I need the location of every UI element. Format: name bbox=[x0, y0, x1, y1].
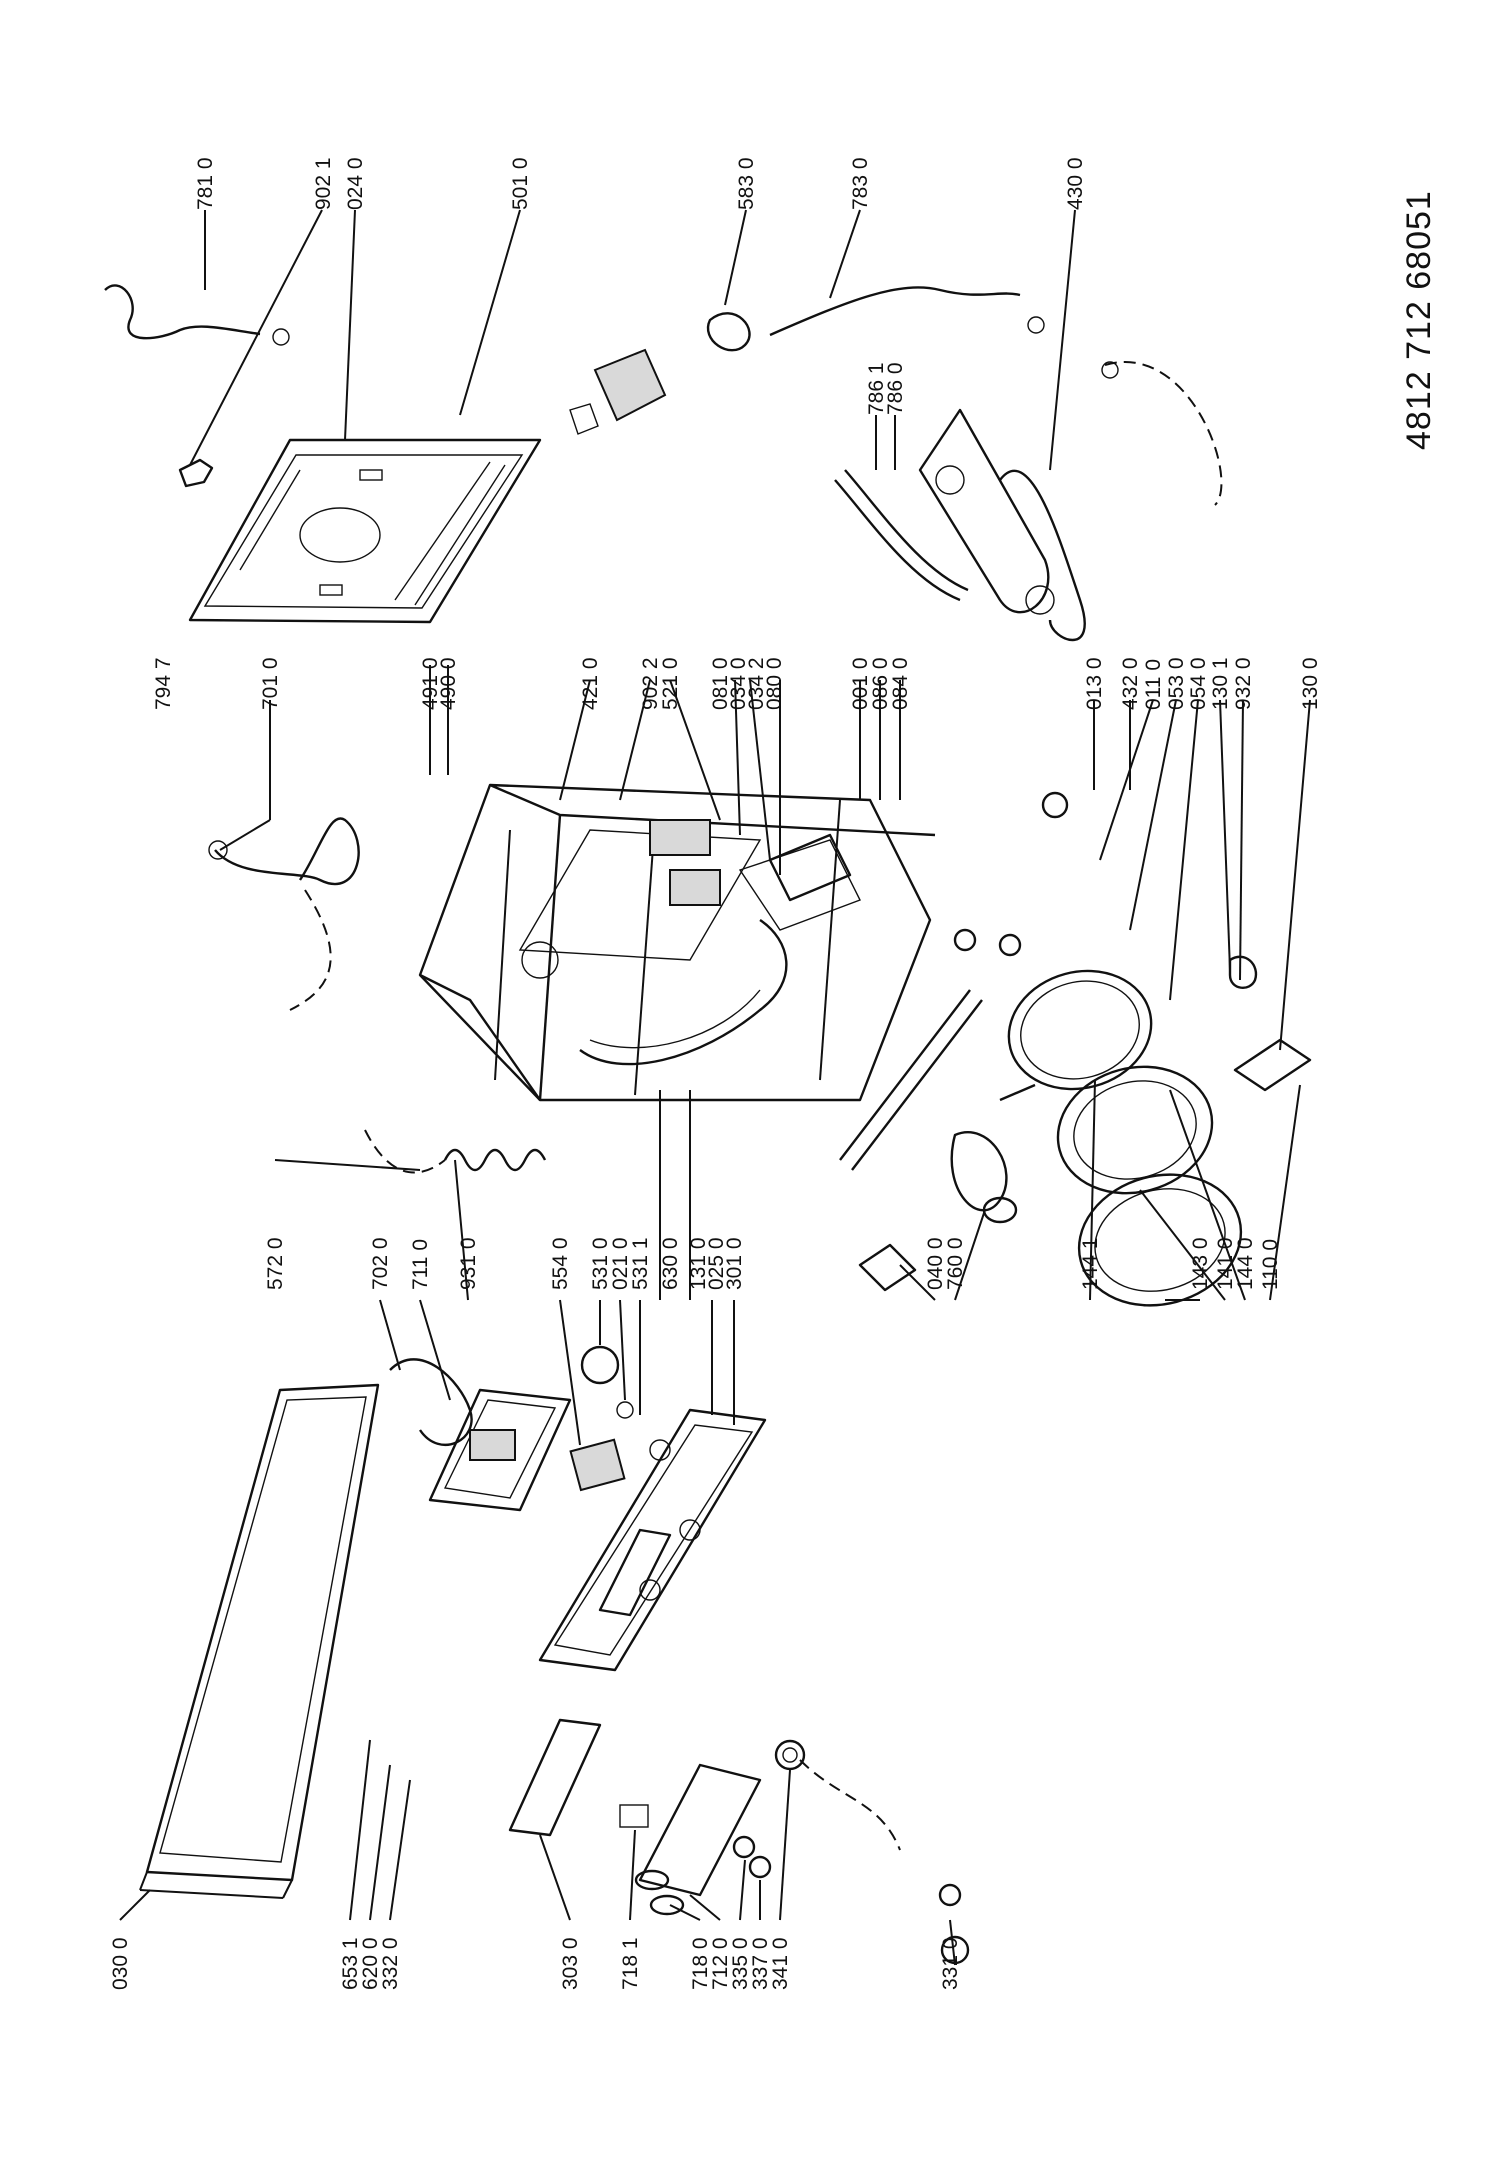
label-341-0: 341 0 bbox=[769, 1937, 792, 1990]
pump-501-drawing bbox=[569, 348, 667, 435]
door-assembly-drawing bbox=[1007, 969, 1243, 1307]
label-711-0: 711 0 bbox=[409, 1239, 432, 1290]
label-303-0: 303 0 bbox=[559, 1937, 582, 1990]
label-053-0: 053 0 bbox=[1165, 657, 1188, 710]
label-337-0: 337 0 bbox=[749, 1937, 772, 1990]
label-490-0: 490 0 bbox=[437, 657, 460, 710]
label-080-0: 080 0 bbox=[763, 657, 786, 710]
label-011-0: 011 0 bbox=[1142, 659, 1165, 710]
top-lid-drawing bbox=[139, 1383, 380, 1899]
label-001-0: 001 0 bbox=[849, 657, 872, 710]
label-718-0: 718 0 bbox=[689, 1937, 712, 1990]
hose-783-drawing bbox=[769, 286, 1021, 337]
label-021-0: 021 0 bbox=[609, 1237, 632, 1290]
label-432-0: 432 0 bbox=[1119, 657, 1142, 710]
label-024-0: 024 0 bbox=[344, 157, 367, 210]
label-030-0: 030 0 bbox=[109, 1937, 132, 1990]
document-number: 4812 712 68051 bbox=[1400, 190, 1438, 450]
label-701-0: 701 0 bbox=[259, 657, 282, 710]
inlet-hose-701-drawing bbox=[214, 817, 360, 886]
label-081-0: 081 0 bbox=[709, 657, 732, 710]
label-786-1: 786 1 bbox=[865, 362, 888, 415]
label-760-0: 760 0 bbox=[944, 1237, 967, 1290]
label-781-0: 781 0 bbox=[194, 157, 217, 210]
sump-hose-430-drawing bbox=[999, 469, 1086, 642]
label-141-0: 141 0 bbox=[1214, 1237, 1237, 1290]
label-110-0: 110 0 bbox=[1259, 1239, 1282, 1290]
label-702-0: 702 0 bbox=[369, 1237, 392, 1290]
back-panel-drawing bbox=[188, 438, 542, 624]
label-040-0: 040 0 bbox=[924, 1237, 947, 1290]
label-131-0: 131 0 bbox=[687, 1237, 710, 1290]
control-panel-drawing bbox=[538, 1408, 767, 1672]
label-335-0: 335 0 bbox=[729, 1937, 752, 1990]
label-301-0: 301 0 bbox=[723, 1237, 746, 1290]
label-332-0: 332 0 bbox=[379, 1937, 402, 1990]
label-084-0: 084 0 bbox=[889, 657, 912, 710]
label-430-0: 430 0 bbox=[1064, 157, 1087, 210]
leader-lines bbox=[119, 209, 1311, 1966]
detergent-assembly-drawing bbox=[389, 1358, 572, 1512]
bellow-760-drawing bbox=[950, 1131, 1008, 1212]
label-501-0: 501 0 bbox=[509, 157, 532, 210]
label-718-1: 718 1 bbox=[619, 1937, 642, 1990]
label-653-1: 653 1 bbox=[339, 1937, 362, 1990]
label-144-0: 144 0 bbox=[1234, 1237, 1257, 1290]
hose-583-drawing bbox=[706, 312, 751, 352]
label-794-7: 794 7 bbox=[152, 657, 175, 710]
drawer-712-drawing bbox=[638, 1763, 762, 1897]
label-034-2: 034 2 bbox=[745, 657, 768, 710]
label-531-1: 531 1 bbox=[629, 1237, 652, 1290]
clip-9021-drawing bbox=[178, 458, 214, 488]
cabinet-drawing bbox=[418, 783, 936, 1102]
label-931-0: 931 0 bbox=[457, 1237, 480, 1290]
cable-781-drawing bbox=[104, 284, 261, 340]
label-783-0: 783 0 bbox=[849, 157, 872, 210]
label-572-0: 572 0 bbox=[264, 1237, 287, 1290]
label-143-0: 143 0 bbox=[1189, 1237, 1212, 1290]
label-521-0: 521 0 bbox=[659, 657, 682, 710]
label-130-0: 130 0 bbox=[1299, 657, 1322, 710]
label-013-0: 013 0 bbox=[1083, 657, 1106, 710]
drawer-303-drawing bbox=[508, 1718, 602, 1837]
label-086-0: 086 0 bbox=[869, 657, 892, 710]
label-054-0: 054 0 bbox=[1187, 657, 1210, 710]
label-786-0: 786 0 bbox=[884, 362, 907, 415]
label-491-0: 491 0 bbox=[419, 657, 442, 710]
label-712-0: 712 0 bbox=[709, 1937, 732, 1990]
spring-931-drawing bbox=[443, 1148, 547, 1172]
label-902-2: 902 2 bbox=[639, 657, 662, 710]
label-902-1: 902 1 bbox=[312, 157, 335, 210]
part-drawings bbox=[104, 284, 1312, 1965]
label-932-0: 932 0 bbox=[1232, 657, 1255, 710]
label-630-0: 630 0 bbox=[659, 1237, 682, 1290]
label-034-0: 034 0 bbox=[727, 657, 750, 710]
label-583-0: 583 0 bbox=[735, 157, 758, 210]
part-labels: 781 0 902 1 024 0 501 0 583 0 783 0 430 … bbox=[109, 157, 1322, 1990]
label-144-1: 144 1 bbox=[1079, 1237, 1102, 1290]
label-531-0: 531 0 bbox=[589, 1237, 612, 1290]
label-130-1: 130 1 bbox=[1209, 657, 1232, 710]
label-620-0: 620 0 bbox=[359, 1937, 382, 1990]
label-554-0: 554 0 bbox=[549, 1237, 572, 1290]
label-421-0: 421 0 bbox=[579, 657, 602, 710]
label-331-0: 331 0 bbox=[939, 1937, 962, 1990]
label-025-0: 025 0 bbox=[705, 1237, 728, 1290]
